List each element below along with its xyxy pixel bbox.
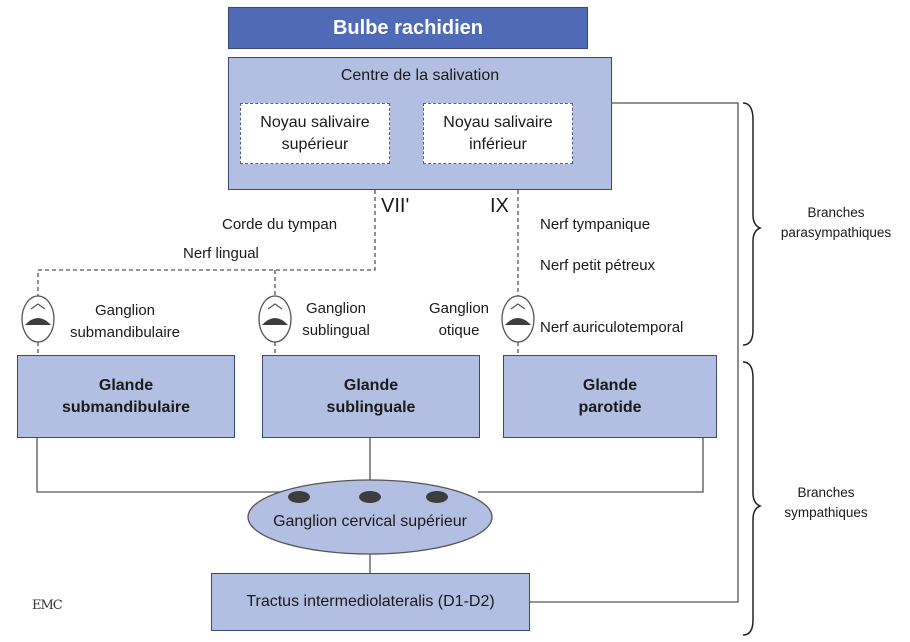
salivation-center-title: Centre de la salivation	[340, 67, 500, 84]
cervical-neuron-2	[359, 491, 381, 503]
glande-submandibulaire-box: Glande submandibulaire	[17, 355, 235, 438]
tractus-box: Tractus intermediolateralis (D1-D2)	[211, 573, 530, 631]
nerf-lingual-label: Nerf lingual	[183, 245, 259, 262]
emc-logo: EMC	[32, 598, 63, 613]
ganglion-sublingual-label: Ganglion sublingual	[302, 300, 370, 339]
glande-parotide-box: Glande parotide	[503, 355, 717, 438]
ganglion-otique-label: Ganglion otique	[428, 300, 490, 339]
chorda-tympani-path	[37, 190, 376, 296]
ganglion-otique-icon	[501, 295, 535, 343]
cranial-nerve-vii-label: VII'	[381, 195, 410, 217]
nucleus-inferior-box: Noyau salivaire inférieur	[423, 103, 573, 164]
nucleus-superior-box: Noyau salivaire supérieur	[240, 103, 390, 164]
submandibular-sympathetic-line	[36, 418, 288, 493]
branches-sympathiques-label: Branches sympathiques	[784, 485, 868, 520]
nerf-auriculotemporal-label: Nerf auriculotemporal	[540, 319, 684, 336]
sympathetic-bracket	[742, 361, 762, 636]
cranial-nerve-ix-label: IX	[490, 195, 509, 217]
nerf-petit-petreux-label: Nerf petit pétreux	[540, 257, 656, 274]
cervical-neuron-3	[426, 491, 448, 503]
ganglion-submandibulaire-icon	[21, 295, 55, 343]
center-tractus-connector	[530, 102, 739, 603]
parotid-sympathetic-line	[478, 418, 704, 493]
bulbe-rachidien-title: Bulbe rachidien	[228, 7, 588, 49]
branches-parasympathiques-label: Branches parasympathiques	[780, 205, 892, 240]
ganglion-submandibulaire-label: Ganglion submandibulaire	[69, 302, 181, 341]
cervical-neuron-1	[288, 491, 310, 503]
parasympathetic-bracket	[742, 102, 762, 346]
nerf-tympanique-label: Nerf tympanique	[540, 216, 651, 233]
ganglion-cervical-label: Ganglion cervical supérieur	[273, 513, 467, 530]
ganglion-sublingual-icon	[258, 295, 292, 343]
glande-sublinguale-box: Glande sublinguale	[262, 355, 480, 438]
corde-du-tympan-label: Corde du tympan	[222, 216, 338, 233]
